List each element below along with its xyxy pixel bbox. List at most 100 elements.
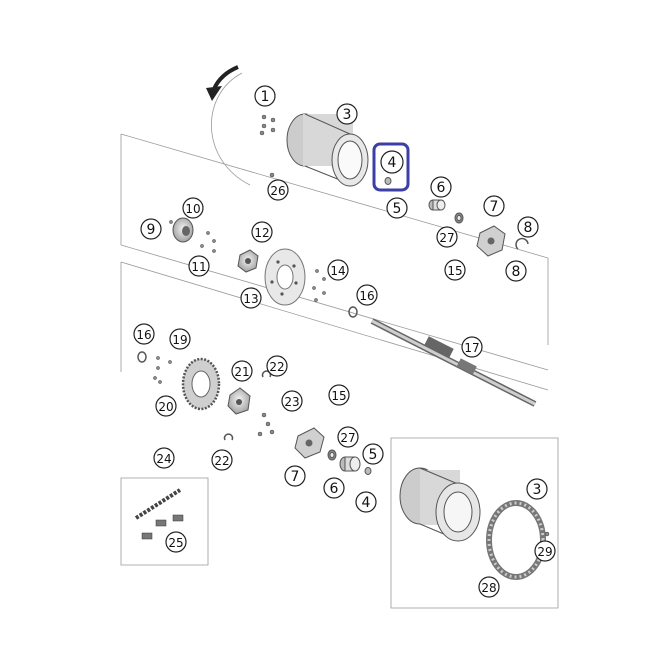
callout-11: 11 — [188, 255, 210, 277]
callout-number: 11 — [191, 260, 206, 274]
callout-number: 6 — [330, 481, 339, 497]
callout-20: 20 — [155, 395, 177, 417]
callout-number: 20 — [158, 400, 173, 414]
callout-circle — [165, 531, 187, 553]
callout-circle — [323, 477, 345, 499]
callout-1: 1 — [254, 85, 276, 107]
callout-number: 22 — [269, 360, 284, 374]
callout-circle — [140, 218, 162, 240]
callout-number: 9 — [147, 222, 156, 238]
callout-circle — [328, 384, 350, 406]
callout-15: 15 — [328, 384, 350, 406]
callout-number: 6 — [437, 180, 446, 196]
callout-number: 28 — [481, 581, 496, 595]
callout-number: 21 — [234, 365, 249, 379]
callout-9: 9 — [140, 218, 162, 240]
callout-number: 4 — [362, 495, 371, 511]
callout-circle — [231, 360, 253, 382]
wheel-rim-upper — [286, 113, 369, 187]
callout-circle — [436, 226, 458, 248]
callout-13: 13 — [240, 287, 262, 309]
callout-10: 10 — [182, 197, 204, 219]
callout-circle — [254, 85, 276, 107]
rear-axle — [370, 318, 537, 407]
bearing-carrier-upper — [476, 225, 506, 257]
sprocket — [181, 357, 221, 411]
callout-circle — [281, 390, 303, 412]
callout-7: 7 — [284, 465, 306, 487]
callout-8: 8 — [505, 260, 527, 282]
callout-circle — [155, 395, 177, 417]
callout-number: 7 — [490, 199, 499, 215]
drive-chain — [134, 488, 184, 540]
brake-caliper-hub — [172, 217, 194, 243]
callout-5: 5 — [362, 443, 384, 465]
callout-circle — [534, 540, 556, 562]
callout-3: 3 — [526, 478, 548, 500]
callout-number: 3 — [343, 107, 352, 123]
rotation-arrow-icon — [206, 65, 239, 101]
callout-circle — [169, 328, 191, 350]
spacers-bearings — [327, 177, 464, 475]
bearing-carrier-lower — [294, 427, 325, 459]
callout-number: 7 — [291, 469, 300, 485]
callout-25: 25 — [165, 531, 187, 553]
callout-number: 27 — [340, 431, 355, 445]
callout-number: 15 — [447, 264, 462, 278]
callout-circle — [526, 478, 548, 500]
callout-12: 12 — [251, 221, 273, 243]
callout-circle — [284, 465, 306, 487]
callout-6: 6 — [430, 176, 452, 198]
callout-6: 6 — [323, 477, 345, 499]
callout-17: 17 — [461, 336, 483, 358]
callout-circle — [478, 576, 500, 598]
callout-number: 26 — [270, 184, 285, 198]
callout-number: 24 — [156, 452, 171, 466]
callout-number: 12 — [254, 226, 269, 240]
callout-circle — [355, 491, 377, 513]
callout-5: 5 — [386, 197, 408, 219]
callout-number: 14 — [330, 264, 345, 278]
brake-disc-carrier — [237, 249, 259, 273]
callout-15: 15 — [444, 259, 466, 281]
callout-19: 19 — [169, 328, 191, 350]
wheel-rim-lower — [399, 467, 481, 542]
callout-circle — [337, 426, 359, 448]
callout-circle — [444, 259, 466, 281]
callout-number: 16 — [136, 328, 151, 342]
callout-circle — [362, 443, 384, 465]
callout-16: 16 — [356, 284, 378, 306]
callout-number: 29 — [537, 545, 552, 559]
panel-outlines — [120, 72, 559, 609]
callout-circle — [505, 260, 527, 282]
callout-7: 7 — [483, 195, 505, 217]
callout-circle — [461, 336, 483, 358]
callout-22: 22 — [266, 355, 288, 377]
callout-circle — [386, 197, 408, 219]
callout-8: 8 — [517, 216, 539, 238]
callout-number: 4 — [388, 155, 397, 171]
callout-number: 27 — [439, 231, 454, 245]
callout-circle — [483, 195, 505, 217]
brake-disc — [264, 248, 306, 306]
callout-21: 21 — [231, 360, 253, 382]
callout-26: 26 — [267, 179, 289, 201]
sprocket-carrier — [227, 387, 251, 415]
callout-number: 15 — [331, 389, 346, 403]
callout-number: 10 — [185, 202, 200, 216]
callout-27: 27 — [436, 226, 458, 248]
callout-29: 29 — [534, 540, 556, 562]
callout-circle — [153, 447, 175, 469]
callout-circle — [266, 355, 288, 377]
callout-circle — [240, 287, 262, 309]
callout-28: 28 — [478, 576, 500, 598]
callout-number: 1 — [261, 89, 270, 105]
callout-circle — [327, 259, 349, 281]
callout-23: 23 — [281, 390, 303, 412]
callout-circle — [430, 176, 452, 198]
callout-27: 27 — [337, 426, 359, 448]
callout-circle — [188, 255, 210, 277]
callout-22: 22 — [211, 449, 233, 471]
